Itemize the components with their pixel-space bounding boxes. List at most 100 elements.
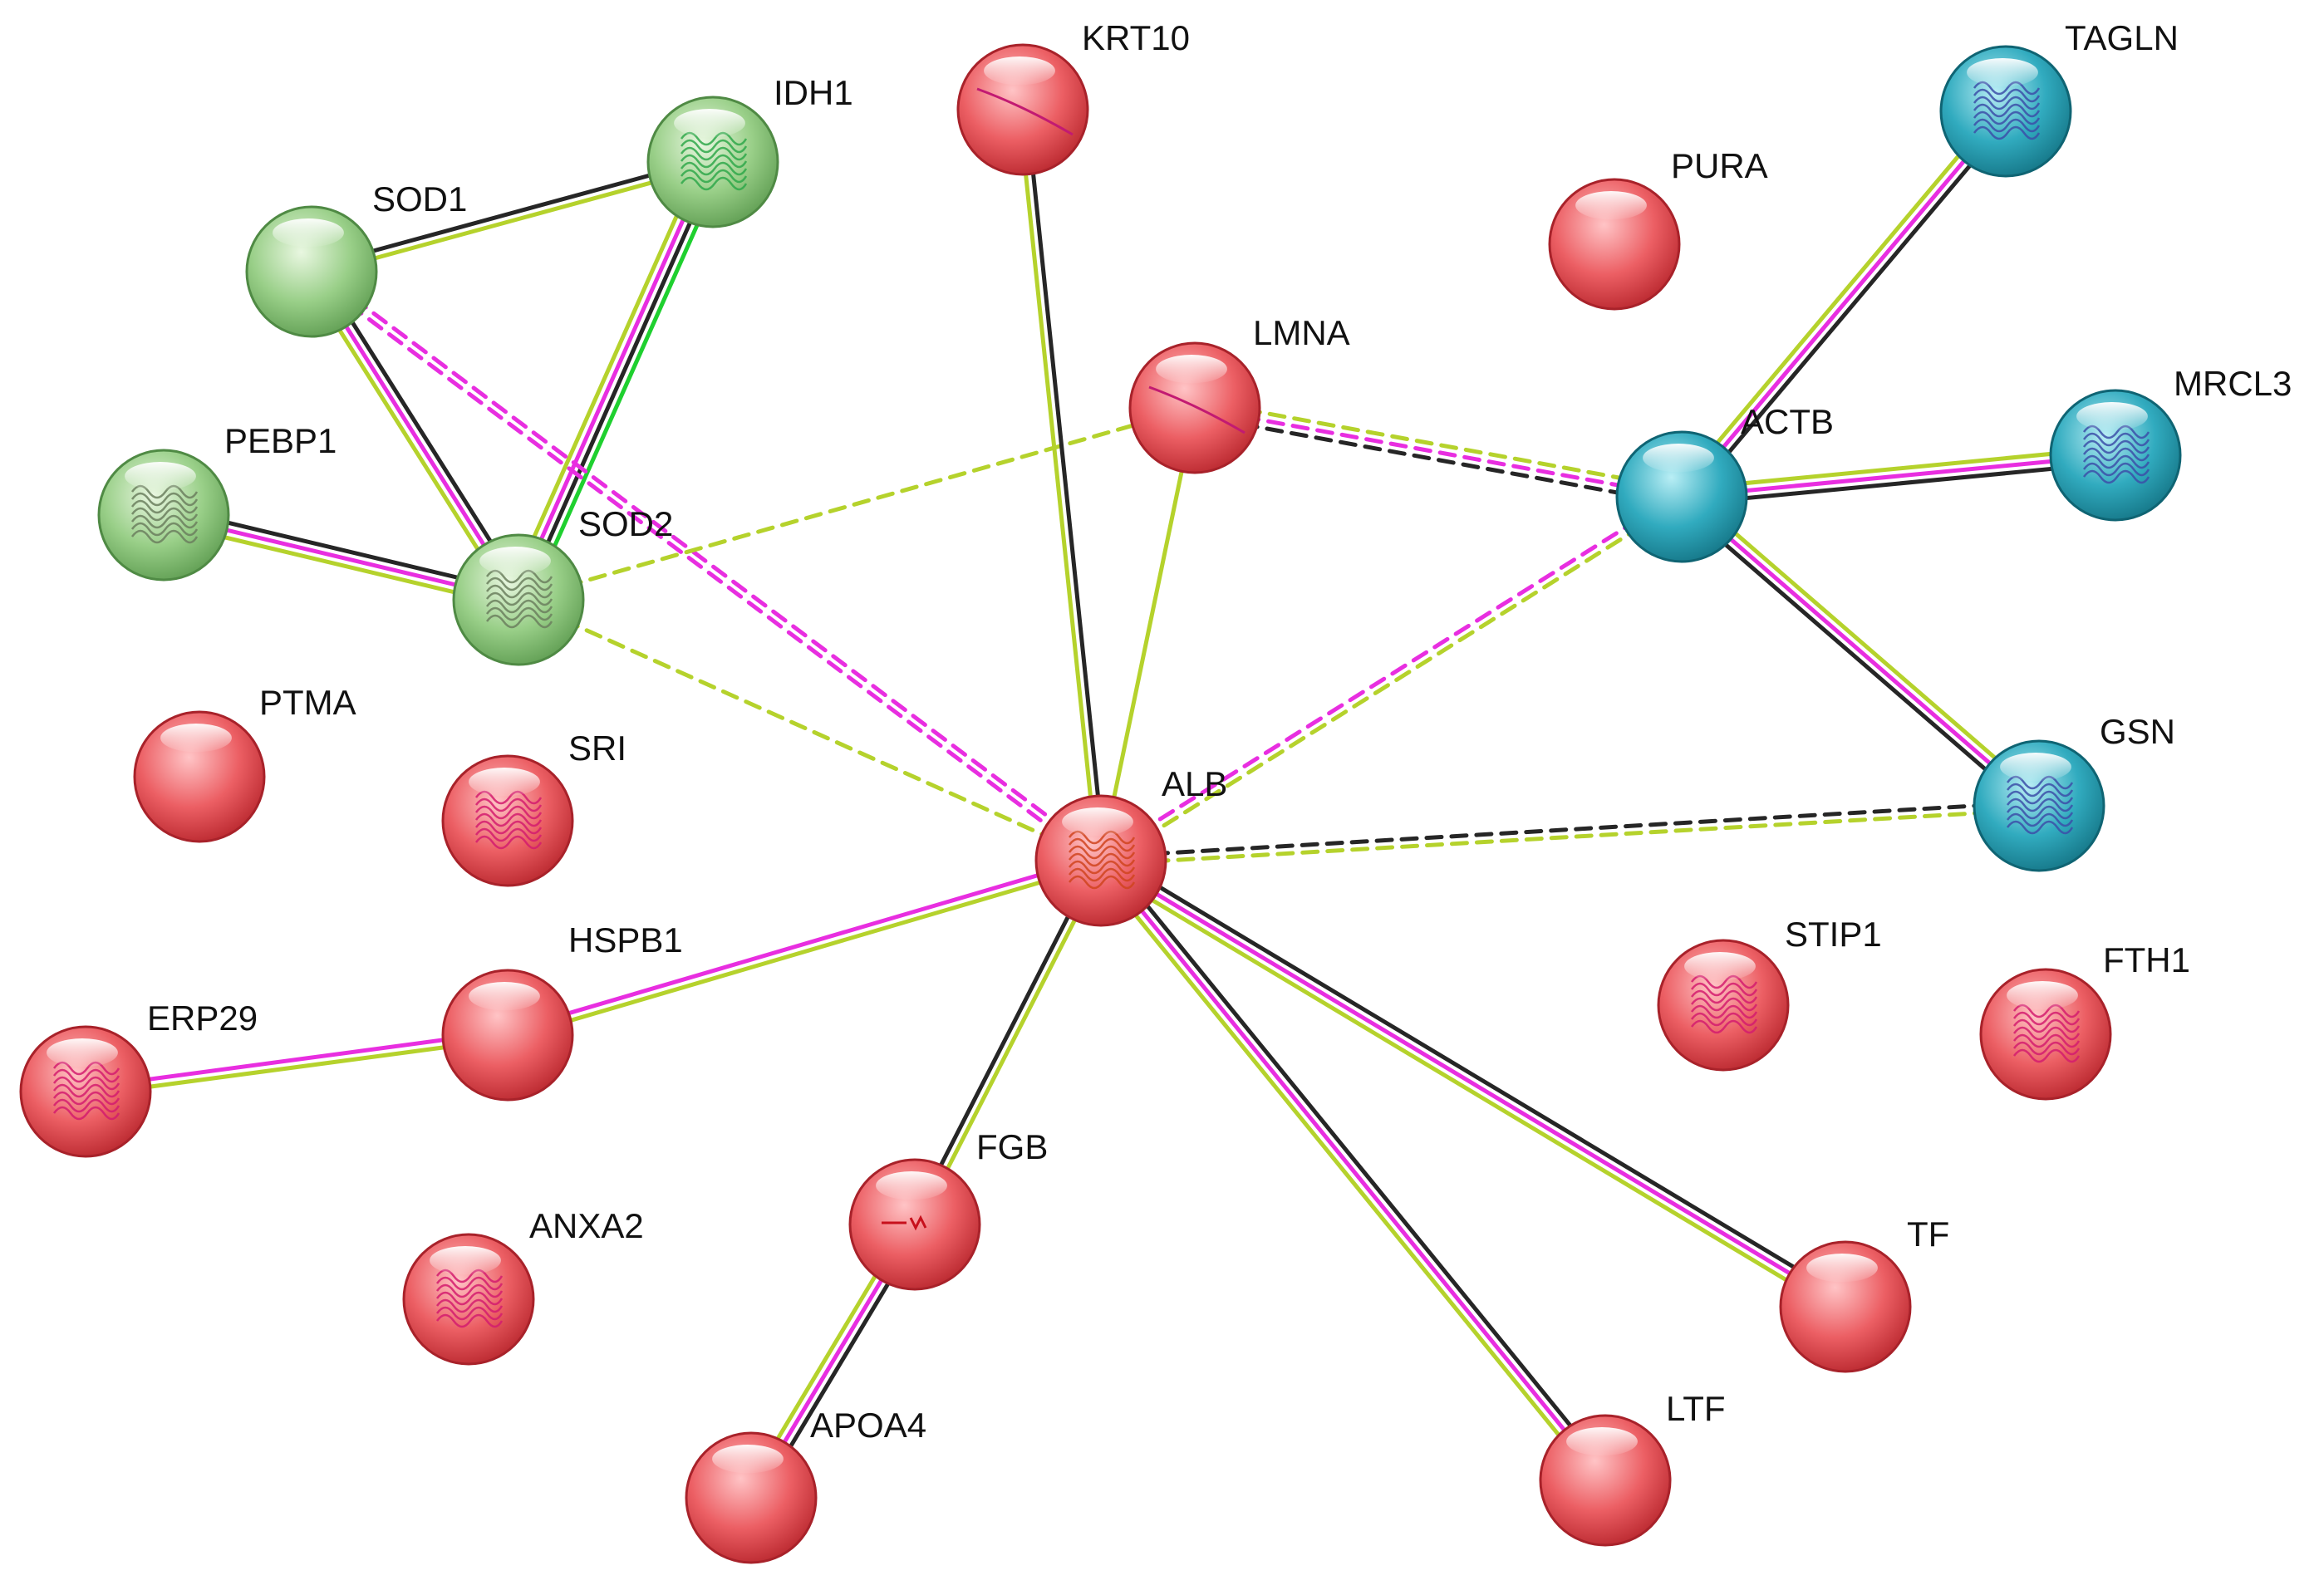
edge-ltf-alb[interactable] xyxy=(1093,853,1614,1488)
node-label-sod2: SOD2 xyxy=(578,504,673,543)
node-label-pebp1: PEBP1 xyxy=(224,421,337,460)
protein-structure-icon xyxy=(1068,830,1136,890)
node-label-fth1: FTH1 xyxy=(2103,940,2190,979)
node-sphere xyxy=(1539,1414,1672,1547)
edge-line-experiments xyxy=(1679,453,2118,499)
node-label-tf: TF xyxy=(1907,1215,1949,1254)
node-gsn[interactable]: GSN xyxy=(1973,712,2175,872)
node-fth1[interactable]: FTH1 xyxy=(1979,940,2190,1101)
edge-line-experiments xyxy=(504,855,1103,1034)
protein-structure-icon xyxy=(1973,81,2041,140)
edge-mrcl3-actb[interactable] xyxy=(1678,445,2119,507)
edge-line-co-expression xyxy=(1098,800,2041,860)
protein-structure-icon xyxy=(52,1061,120,1121)
node-pura[interactable]: PURA xyxy=(1548,146,1768,311)
node-tagln[interactable]: TAGLN xyxy=(1939,18,2179,178)
edge-line-textmining xyxy=(310,163,716,277)
node-label-stip1: STIP1 xyxy=(1785,915,1882,954)
edge-lmna-actb[interactable] xyxy=(1191,398,1686,507)
edge-tf-alb[interactable] xyxy=(1094,851,1852,1316)
edge-line-textmining xyxy=(516,405,1197,602)
edge-line-experiments xyxy=(513,158,712,601)
edge-line-experiments xyxy=(1097,491,1683,860)
edge-line-experiments xyxy=(312,266,1106,860)
edge-line-co-expression xyxy=(1191,413,1683,507)
edge-fgb-alb[interactable] xyxy=(909,856,1107,1229)
edge-sod1-idh1[interactable] xyxy=(308,156,716,277)
edge-line-experiments xyxy=(307,272,1101,866)
node-sri[interactable]: SRI xyxy=(441,729,626,887)
node-label-sod1: SOD1 xyxy=(372,179,467,218)
edge-line-textmining xyxy=(916,860,1107,1229)
edge-line-experiments xyxy=(82,1029,509,1091)
node-sphere xyxy=(685,1431,818,1564)
edge-line-co-expression xyxy=(1103,851,1852,1303)
node-sphere xyxy=(441,969,574,1102)
protein-structure-icon xyxy=(1690,974,1758,1034)
edge-line-textmining xyxy=(1094,865,1844,1316)
node-idh1[interactable]: IDH1 xyxy=(646,73,853,228)
edge-line-textmining xyxy=(506,155,705,598)
edge-gsn-alb[interactable] xyxy=(1098,800,2041,866)
node-stip1[interactable]: STIP1 xyxy=(1657,915,1882,1072)
node-ltf[interactable]: LTF xyxy=(1539,1389,1726,1547)
edge-line-experiments xyxy=(1192,405,1684,499)
edge-line-textmining xyxy=(1684,488,2046,802)
node-sphere xyxy=(1548,178,1681,311)
protein-structure-icon xyxy=(680,131,748,191)
edge-line-textmining xyxy=(1678,445,2117,492)
edge-line-co-expression xyxy=(308,156,715,271)
node-hspb1[interactable]: HSPB1 xyxy=(441,920,683,1102)
edge-line-co-expression xyxy=(909,856,1100,1225)
edge-hspb1-alb[interactable] xyxy=(504,855,1104,1041)
node-apoa4[interactable]: APOA4 xyxy=(685,1406,926,1564)
edge-line-co-expression xyxy=(1674,500,2037,814)
edge-krt10-alb[interactable] xyxy=(1017,107,1107,863)
node-label-ltf: LTF xyxy=(1666,1389,1726,1428)
node-lmna[interactable]: LMNA xyxy=(1128,313,1350,474)
node-label-alb: ALB xyxy=(1162,764,1227,803)
edge-sod2-lmna[interactable] xyxy=(516,405,1197,602)
edge-idh1-sod2[interactable] xyxy=(506,155,725,606)
node-krt10[interactable]: KRT10 xyxy=(956,18,1190,176)
node-label-pura: PURA xyxy=(1671,146,1768,185)
edge-line-textmining xyxy=(84,1036,511,1097)
node-alb[interactable]: ALB xyxy=(1034,764,1227,927)
edge-line-co-expression xyxy=(1024,107,1107,863)
edge-line-experiments xyxy=(1679,494,2041,808)
node-tf[interactable]: TF xyxy=(1779,1215,1949,1373)
edge-line-experiments xyxy=(1098,858,1608,1483)
edge-line-experiments xyxy=(1098,858,1848,1309)
node-sod1[interactable]: SOD1 xyxy=(245,179,467,338)
edge-tagln-actb[interactable] xyxy=(1673,104,2014,504)
node-mrcl3[interactable]: MRCL3 xyxy=(2049,364,2292,522)
edge-actb-alb[interactable] xyxy=(1097,491,1686,866)
protein-structure-icon xyxy=(2006,775,2074,835)
node-label-actb: ACTB xyxy=(1741,402,1834,441)
node-ptma[interactable]: PTMA xyxy=(133,683,356,843)
edge-line-textmining xyxy=(516,597,1103,863)
edge-sod1-alb[interactable] xyxy=(307,266,1106,866)
node-anxa2[interactable]: ANXA2 xyxy=(402,1206,644,1366)
edge-line-textmining xyxy=(1100,498,1686,866)
filament-structure-icon xyxy=(1148,385,1246,434)
filament-structure-icon xyxy=(976,87,1074,136)
node-label-anxa2: ANXA2 xyxy=(529,1206,644,1245)
edge-lmna-alb[interactable] xyxy=(1098,405,1197,863)
edge-sod2-alb[interactable] xyxy=(516,597,1103,863)
edge-line-textmining xyxy=(506,861,1104,1041)
node-label-krt10: KRT10 xyxy=(1082,18,1190,57)
edge-line-textmining xyxy=(1017,107,1100,863)
edge-line-textmining xyxy=(1194,398,1686,492)
node-label-erp29: ERP29 xyxy=(147,999,258,1038)
edge-gsn-actb[interactable] xyxy=(1674,488,2046,814)
edge-erp29-hspb1[interactable] xyxy=(82,1029,511,1097)
node-actb[interactable]: ACTB xyxy=(1615,402,1834,563)
edge-line-textmining xyxy=(1673,104,2002,494)
node-label-mrcl3: MRCL3 xyxy=(2174,364,2292,403)
fragment-structure-icon xyxy=(882,1215,927,1231)
protein-structure-icon xyxy=(435,1269,504,1328)
node-label-gsn: GSN xyxy=(2100,712,2175,751)
node-sphere xyxy=(245,205,378,338)
